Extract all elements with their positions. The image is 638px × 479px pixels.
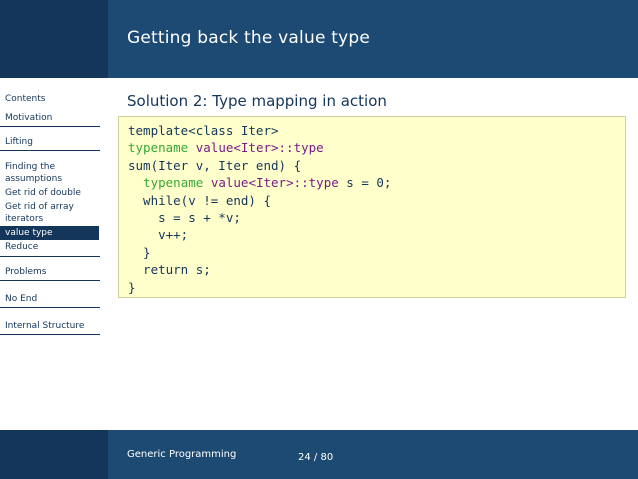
- sidebar-item-internal-structure[interactable]: Internal Structure: [0, 318, 100, 335]
- footer-bar: [108, 430, 638, 479]
- header-corner: [0, 0, 108, 78]
- code-type: value<Iter>::type: [195, 140, 324, 156]
- code-line-rest: s = 0;: [338, 175, 392, 191]
- code-block: template<class Iter> typename value<Iter…: [118, 116, 626, 298]
- code-keyword: typename: [143, 175, 204, 191]
- header-bar: [108, 0, 638, 78]
- sidebar-nav: Contents Motivation Lifting Finding the …: [0, 91, 108, 342]
- code-line: v++;: [128, 227, 189, 243]
- code-line: sum(Iter v, Iter end) {: [128, 157, 302, 173]
- block-title: Solution 2: Type mapping in action: [127, 92, 387, 110]
- sidebar-item-contents[interactable]: Contents: [5, 94, 46, 104]
- sidebar-item-reduce[interactable]: Reduce: [0, 240, 100, 257]
- sidebar-item-lifting[interactable]: Lifting: [0, 134, 100, 151]
- sidebar-item-get-rid-of-array-iterators[interactable]: Get rid of array iterators: [5, 202, 74, 224]
- sidebar-item-value-type[interactable]: value type: [0, 226, 99, 240]
- sidebar-item-get-rid-of-double[interactable]: Get rid of double: [5, 188, 81, 198]
- sidebar-item-problems[interactable]: Problems: [0, 264, 100, 281]
- sidebar-item-finding-assumptions[interactable]: Finding the assumptions: [5, 162, 63, 184]
- code-line: template<class Iter>: [128, 123, 279, 138]
- code-keyword: typename: [128, 140, 189, 156]
- sidebar: Contents Motivation Lifting Finding the …: [0, 78, 108, 430]
- code-listing: template<class Iter> typename value<Iter…: [128, 122, 391, 296]
- page-number: 24 / 80: [298, 452, 334, 463]
- sidebar-item-motivation[interactable]: Motivation: [0, 110, 100, 127]
- code-type: value<Iter>::type: [210, 175, 339, 191]
- slide-title: Getting back the value type: [127, 28, 370, 48]
- sidebar-item-no-end[interactable]: No End: [0, 291, 100, 308]
- code-line: }: [128, 244, 151, 260]
- code-line: s = s + *v;: [128, 210, 241, 226]
- footer-title: Generic Programming: [127, 449, 237, 460]
- code-line: while(v != end) {: [128, 192, 271, 208]
- footer-corner: [0, 430, 108, 479]
- code-indent: [128, 175, 143, 190]
- code-line: return s;: [128, 262, 211, 278]
- code-line: }: [128, 279, 136, 295]
